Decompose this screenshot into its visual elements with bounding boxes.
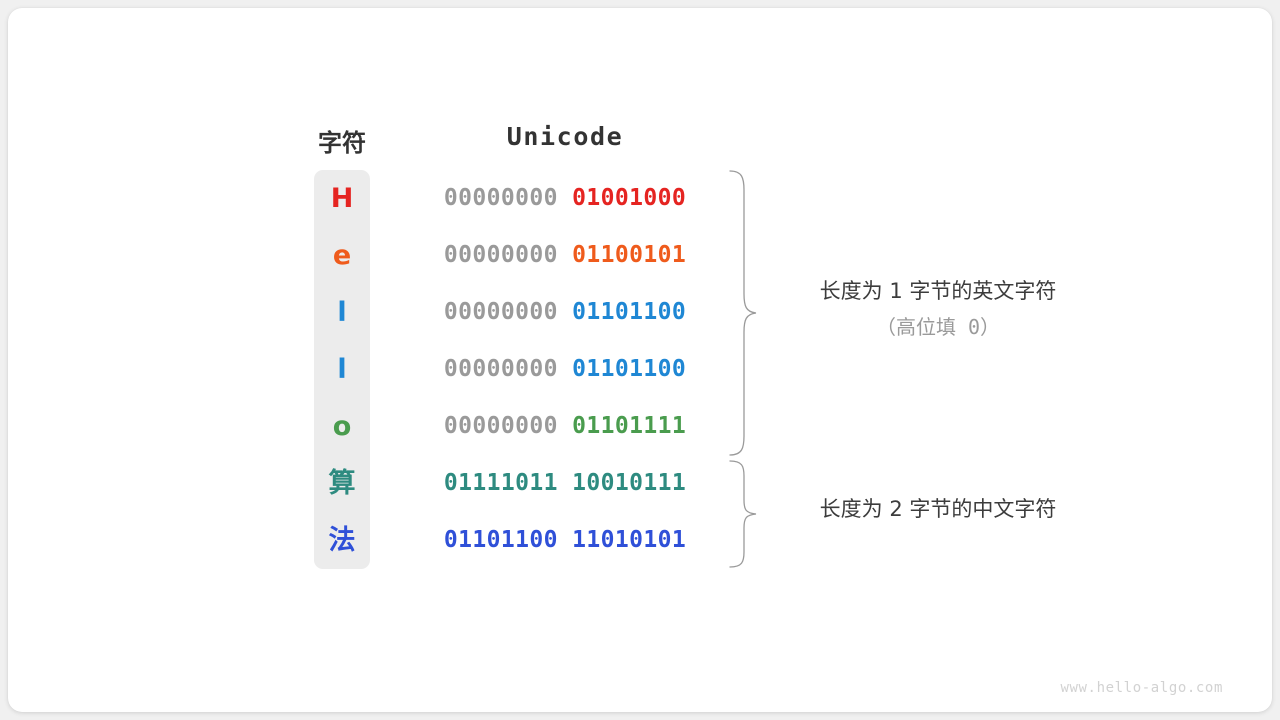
column-header-character: 字符 xyxy=(318,129,366,157)
table-row: o 00000000 01101111 xyxy=(8,398,1272,455)
table-row: 法 01101100 11010101 xyxy=(8,512,1272,569)
row-character: 法 xyxy=(328,525,356,556)
annotation-ascii-text: 长度为 1 字节的英文字符 xyxy=(819,279,1057,303)
row-low-byte: 11010101 xyxy=(572,527,687,553)
annotation-ascii-subtext: （高位填 0） xyxy=(875,315,1001,339)
row-unicode-bits: 00000000 01100101 xyxy=(432,227,698,284)
annotation-ascii: 长度为 1 字节的英文字符 （高位填 0） xyxy=(768,273,1108,345)
row-high-byte: 00000000 xyxy=(443,299,558,325)
row-high-byte: 00000000 xyxy=(443,242,558,268)
row-low-byte: 01101100 xyxy=(572,299,687,325)
character-column-strip xyxy=(314,170,370,569)
annotation-cjk: 长度为 2 字节的中文字符 xyxy=(768,492,1108,526)
row-high-byte: 01101100 xyxy=(443,527,558,553)
brace-cjk-group xyxy=(724,458,764,575)
row-high-byte: 00000000 xyxy=(443,185,558,211)
column-header-unicode: Unicode xyxy=(506,122,624,151)
row-unicode-bits: 00000000 01101111 xyxy=(432,398,698,455)
table-row: 算 01111011 10010111 xyxy=(8,455,1272,512)
table-row: l 00000000 01101100 xyxy=(8,284,1272,341)
row-unicode-bits: 01101100 11010101 xyxy=(432,512,698,569)
row-character: 算 xyxy=(328,468,356,499)
table-row: e 00000000 01100101 xyxy=(8,227,1272,284)
watermark: www.hello-algo.com xyxy=(1060,680,1223,696)
row-low-byte: 01101100 xyxy=(572,356,687,382)
row-unicode-bits: 00000000 01001000 xyxy=(432,170,698,227)
table-row: l 00000000 01101100 xyxy=(8,341,1272,398)
row-unicode-bits: 01111011 10010111 xyxy=(432,455,698,512)
diagram-card: 字符 Unicode H 00000000 01001000 e 00000000 0… xyxy=(8,8,1272,712)
row-high-byte: 00000000 xyxy=(443,356,558,382)
row-character: H xyxy=(330,183,354,214)
row-low-byte: 10010111 xyxy=(572,470,687,496)
brace-ascii-group xyxy=(724,168,764,463)
row-character: o xyxy=(332,411,352,442)
row-low-byte: 01001000 xyxy=(572,185,687,211)
row-low-byte: 01100101 xyxy=(572,242,687,268)
row-unicode-bits: 00000000 01101100 xyxy=(432,341,698,398)
row-unicode-bits: 00000000 01101100 xyxy=(432,284,698,341)
annotation-cjk-text: 长度为 2 字节的中文字符 xyxy=(819,497,1057,521)
table-row: H 00000000 01001000 xyxy=(8,170,1272,227)
row-character: l xyxy=(337,354,347,385)
row-high-byte: 01111011 xyxy=(443,470,558,496)
row-high-byte: 00000000 xyxy=(443,413,558,439)
row-low-byte: 01101111 xyxy=(572,413,687,439)
row-character: e xyxy=(332,240,352,271)
row-character: l xyxy=(337,297,347,328)
